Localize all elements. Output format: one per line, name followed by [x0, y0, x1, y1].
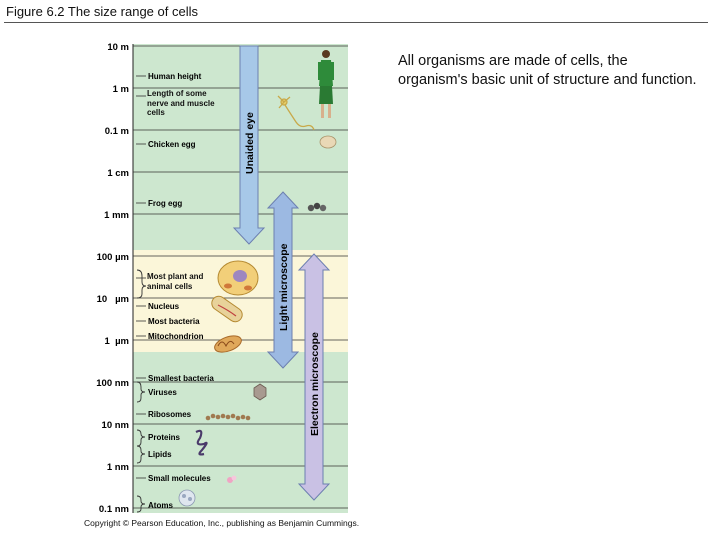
figure-title: Figure 6.2 The size range of cells: [6, 4, 198, 19]
atom-icon: [178, 489, 196, 507]
object-leader-lines: [136, 75, 146, 479]
tick-label-0-1nm: 0.1 nm: [99, 504, 129, 515]
unaided-eye-arrow: Unaided eye: [232, 45, 266, 245]
nerve-cell-icon: [277, 95, 315, 131]
virus-icon: [253, 383, 267, 401]
label-atoms: Atoms: [148, 501, 173, 510]
tick-label-100um: 100 µm: [97, 252, 129, 263]
electron-microscope-label: Electron microscope: [309, 332, 321, 436]
unaided-eye-label: Unaided eye: [244, 112, 256, 174]
ribosome-icon: [205, 413, 251, 421]
tick-label-1cm: 1 cm: [107, 168, 129, 179]
human-figure-icon: [318, 50, 334, 118]
bacterium-icon: [211, 295, 243, 323]
animal-cell-icon: [217, 260, 259, 296]
title-rule: [4, 22, 708, 23]
label-human-height: Human height: [148, 72, 202, 81]
brace-marks: [136, 269, 147, 513]
label-most-bacteria: Most bacteria: [148, 317, 200, 326]
electron-microscope-arrow: Electron microscope: [297, 253, 331, 501]
label-ribosomes: Ribosomes: [148, 410, 192, 419]
label-frog-egg: Frog egg: [148, 199, 182, 208]
mitochondrion-icon: [214, 335, 242, 353]
label-nucleus: Nucleus: [148, 302, 180, 311]
label-mitochondrion: Mitochondrion: [148, 332, 204, 341]
chicken-egg-icon: [319, 135, 337, 149]
light-microscope-arrow: Light microscope: [266, 191, 300, 369]
tick-label-1um: 1 µm: [105, 336, 129, 347]
label-plant-animal-cells: Most plant and animal cells: [147, 272, 204, 291]
tick-label-1mm: 1 mm: [104, 210, 129, 221]
tick-label-10nm: 10 nm: [102, 420, 129, 431]
label-plant-animal-wrapper: Most plant and animal cells: [147, 272, 204, 291]
tick-label-1nm: 1 nm: [107, 462, 129, 473]
tick-label-10um: 10 µm: [97, 294, 129, 305]
label-lipids: Lipids: [148, 450, 172, 459]
tick-label-0-1m: 0.1 m: [105, 126, 129, 137]
label-nerve-muscle-wrapper: Length of some nerve and muscle cells: [147, 89, 215, 117]
small-molecule-icon: [227, 475, 237, 483]
tick-label-1m: 1 m: [113, 84, 129, 95]
tick-label-10m: 10 m: [107, 42, 129, 53]
protein-icon: [195, 429, 208, 456]
light-microscope-label: Light microscope: [278, 243, 290, 331]
label-viruses: Viruses: [148, 388, 177, 397]
frog-egg-icon: [307, 202, 327, 212]
label-small-molecules: Small molecules: [148, 474, 211, 483]
tick-label-100nm: 100 nm: [96, 378, 129, 389]
label-chicken-egg: Chicken egg: [148, 140, 196, 149]
label-proteins: Proteins: [148, 433, 181, 442]
copyright-notice: Copyright © Pearson Education, Inc., pub…: [84, 518, 360, 528]
description-text: All organisms are made of cells, the org…: [398, 53, 697, 88]
label-nerve-muscle-cells: Length of some nerve and muscle cells: [147, 89, 215, 117]
label-smallest-bacteria: Smallest bacteria: [148, 374, 214, 383]
